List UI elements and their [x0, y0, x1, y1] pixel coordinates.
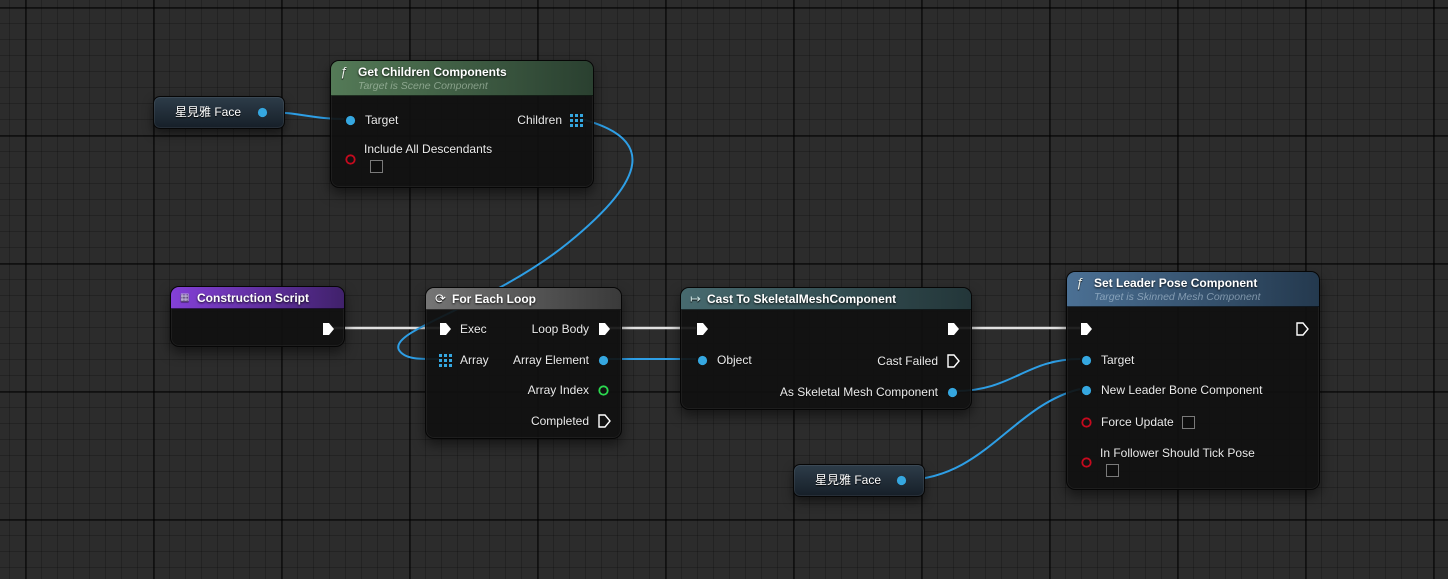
node-title: Get Children Components: [358, 65, 507, 79]
pin-row-array-element[interactable]: Array Element: [513, 352, 610, 368]
cast-icon: ↦: [690, 291, 701, 306]
loop-icon: ⟳: [435, 291, 446, 306]
pin-label: Object: [717, 353, 752, 367]
bool-input-pin[interactable]: [1080, 416, 1093, 429]
exec-input-pin[interactable]: [438, 321, 452, 337]
exec-input-pin[interactable]: [695, 321, 709, 340]
node-header[interactable]: ↦ Cast To SkeletalMeshComponent: [681, 288, 971, 310]
pin-label: New Leader Bone Component: [1101, 383, 1263, 397]
node-header[interactable]: ƒ Get Children Components Target is Scen…: [331, 61, 593, 96]
in-follower-should-tick-pose-checkbox[interactable]: [1106, 464, 1119, 477]
pin-row-exec[interactable]: Exec: [438, 321, 487, 337]
exec-output-pin[interactable]: [946, 353, 960, 369]
object-input-pin[interactable]: [696, 354, 709, 367]
variable-name: 星見雅 Face: [814, 473, 881, 487]
node-set-leader-pose-component[interactable]: ƒ Set Leader Pose Component Target is Sk…: [1066, 271, 1320, 490]
pin-label: Exec: [460, 322, 487, 336]
function-icon: ƒ: [1076, 275, 1084, 290]
node-subtitle: Target is Skinned Mesh Component: [1094, 291, 1261, 303]
pin-row-completed[interactable]: Completed: [531, 413, 611, 429]
include-all-descendants-checkbox[interactable]: [370, 160, 383, 173]
object-output-pin[interactable]: [597, 354, 610, 367]
pin-label: In Follower Should Tick Pose: [1100, 446, 1255, 460]
pin-label: Array: [460, 353, 489, 367]
node-var-get-face-top[interactable]: 星見雅 Face: [153, 96, 285, 129]
node-header[interactable]: ƒ Set Leader Pose Component Target is Sk…: [1067, 272, 1319, 307]
pin-label: Target: [1101, 353, 1135, 367]
exec-output-pin[interactable]: [597, 413, 611, 429]
pin-label: Children: [517, 113, 562, 127]
node-for-each-loop[interactable]: ⟳ For Each Loop Exec Array Loop Body Arr…: [425, 287, 622, 439]
pin-label: Cast Failed: [877, 354, 938, 368]
node-header[interactable]: ⟳ For Each Loop: [426, 288, 621, 310]
exec-output-pin[interactable]: [1295, 321, 1309, 340]
pin-row-as-skeletal-mesh-component[interactable]: As Skeletal Mesh Component: [780, 384, 959, 400]
pin-label: Force Update: [1101, 415, 1174, 429]
wire-data-varface2-to-newleader[interactable]: [905, 388, 1081, 481]
exec-output-pin[interactable]: [321, 321, 335, 340]
node-title: For Each Loop: [452, 292, 536, 306]
node-title: Cast To SkeletalMeshComponent: [707, 292, 897, 306]
pin-row-object[interactable]: Object: [696, 352, 752, 368]
node-title: Set Leader Pose Component: [1094, 276, 1258, 290]
array-output-pin[interactable]: [570, 113, 583, 127]
object-input-pin[interactable]: [1080, 384, 1093, 397]
node-var-get-face-bottom[interactable]: 星見雅 Face: [793, 464, 925, 497]
pin-row-loop-body[interactable]: Loop Body: [532, 321, 611, 337]
int-output-pin[interactable]: [597, 384, 610, 397]
object-output-pin[interactable]: [895, 474, 908, 492]
exec-output-pin[interactable]: [597, 321, 611, 337]
pin-row-new-leader-bone-component[interactable]: New Leader Bone Component: [1080, 382, 1262, 398]
node-subtitle: Target is Scene Component: [358, 80, 488, 92]
object-output-pin[interactable]: [256, 106, 269, 124]
pin-label: Loop Body: [531, 322, 589, 336]
pin-label: Completed: [530, 414, 589, 428]
node-cast-to-skeletalmeshcomponent[interactable]: ↦ Cast To SkeletalMeshComponent Object C…: [680, 287, 972, 410]
pin-row-children[interactable]: Children: [517, 112, 583, 128]
exec-input-pin[interactable]: [1079, 321, 1093, 340]
pin-label: Array Element: [512, 353, 589, 367]
pin-label: Target: [365, 113, 399, 127]
pin-label: Array Index: [527, 383, 589, 397]
pin-label: As Skeletal Mesh Component: [779, 385, 938, 399]
pin-row-target[interactable]: Target: [1080, 352, 1134, 368]
node-title: Construction Script: [197, 291, 310, 305]
pin-row-array-index[interactable]: Array Index: [528, 382, 610, 398]
bool-input-pin[interactable]: [1080, 456, 1093, 472]
node-get-children-components[interactable]: ƒ Get Children Components Target is Scen…: [330, 60, 594, 188]
function-icon: ƒ: [340, 64, 348, 79]
exec-output-pin[interactable]: [946, 321, 960, 340]
node-construction-script[interactable]: ▦ Construction Script: [170, 286, 345, 347]
pin-row-force-update[interactable]: Force Update: [1080, 414, 1195, 430]
pin-row-target[interactable]: Target: [344, 112, 398, 128]
construction-script-icon: ▦: [180, 292, 190, 303]
pin-label: Include All Descendants: [364, 142, 493, 156]
pin-row-array[interactable]: Array: [439, 352, 489, 368]
wire-data-asskeletal-to-target[interactable]: [955, 358, 1081, 392]
force-update-checkbox[interactable]: [1181, 415, 1195, 429]
object-input-pin[interactable]: [344, 114, 357, 127]
node-header[interactable]: ▦ Construction Script: [171, 287, 344, 309]
object-input-pin[interactable]: [1080, 354, 1093, 367]
pin-row-cast-failed[interactable]: Cast Failed: [877, 353, 960, 369]
array-input-pin[interactable]: [439, 353, 452, 367]
variable-name: 星見雅 Face: [174, 105, 241, 119]
bool-input-pin[interactable]: [344, 153, 357, 169]
object-output-pin[interactable]: [946, 386, 959, 399]
